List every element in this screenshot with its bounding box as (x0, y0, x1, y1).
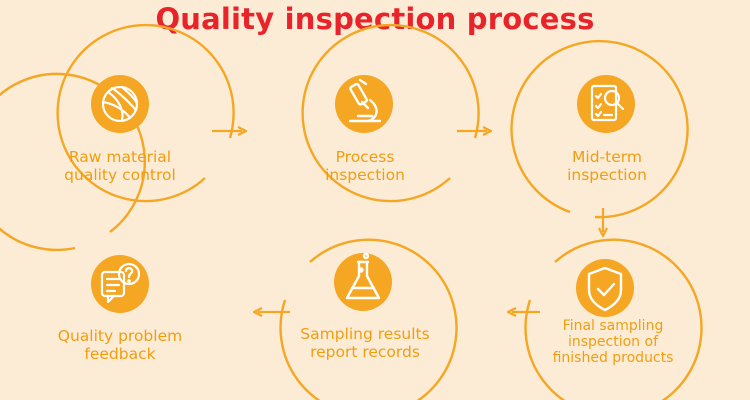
step-label-raw-material: Raw material quality control (64, 148, 176, 184)
shield-check-icon (576, 259, 634, 317)
step-label-quality-feedback: Quality problem feedback (57, 327, 183, 363)
step-label-process-inspection: Process inspection (325, 148, 405, 184)
yarn-ball-icon (91, 75, 149, 133)
step-circle-6 (0, 72, 146, 252)
step-circle-1 (56, 23, 235, 203)
step-circle-3 (510, 39, 689, 219)
microscope-icon (335, 75, 393, 133)
step-circle-5 (279, 238, 458, 400)
step-label-final-sampling: Final sampling inspection of finished pr… (552, 318, 674, 366)
step-label-mid-term-inspection: Mid-term inspection (567, 148, 647, 184)
step-circle-4 (524, 238, 703, 400)
question-chat-icon (91, 255, 149, 313)
step-circle-2 (301, 23, 480, 203)
flask-icon (334, 252, 392, 311)
page-title: Quality inspection process (155, 2, 595, 36)
checklist-search-icon (577, 75, 635, 133)
step-label-sampling-results: Sampling results report records (300, 325, 430, 361)
